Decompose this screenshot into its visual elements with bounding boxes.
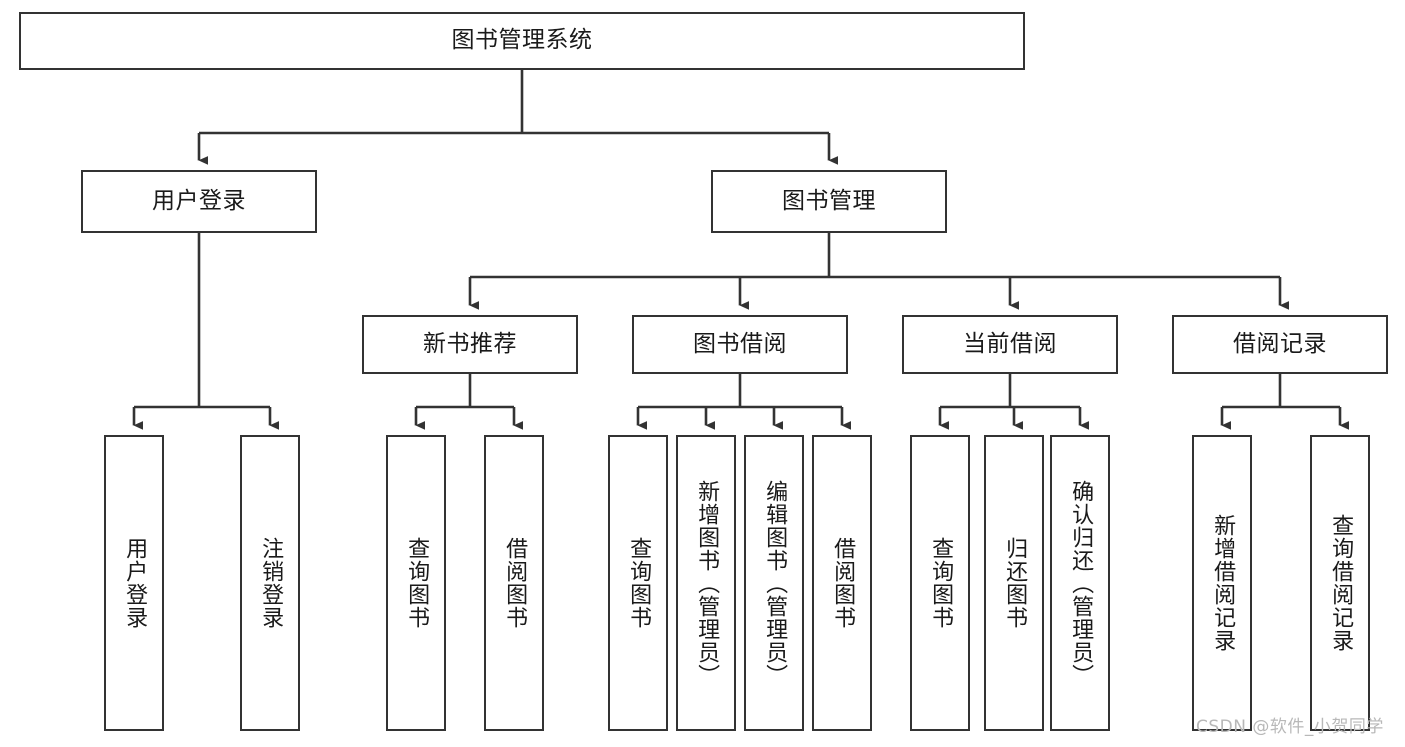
node-leaf-borrow-book-rec[interactable]: 借阅图书	[484, 435, 544, 731]
node-label: 查询借阅记录	[1328, 514, 1354, 652]
node-label: 查询图书	[928, 537, 954, 629]
node-label: 借阅图书	[830, 537, 856, 629]
node-label: 图书管理	[782, 187, 876, 214]
node-label: 编辑图书（管理员）	[762, 479, 788, 687]
node-label: 归还图书	[1002, 537, 1028, 629]
node-label: 借阅记录	[1233, 330, 1327, 357]
node-leaf-query-book-borrow[interactable]: 查询图书	[608, 435, 668, 731]
node-label: 图书借阅	[693, 330, 787, 357]
node-label: 用户登录	[122, 537, 148, 629]
node-user-login[interactable]: 用户登录	[81, 170, 317, 233]
node-label: 查询图书	[626, 537, 652, 629]
node-leaf-borrow-book[interactable]: 借阅图书	[812, 435, 872, 731]
node-label: 新增图书（管理员）	[694, 479, 720, 687]
node-label: 当前借阅	[963, 330, 1057, 357]
node-leaf-logout[interactable]: 注销登录	[240, 435, 300, 731]
node-label: 新书推荐	[423, 330, 517, 357]
node-label: 借阅图书	[502, 537, 528, 629]
node-book-borrow[interactable]: 图书借阅	[632, 315, 848, 374]
node-leaf-add-record[interactable]: 新增借阅记录	[1192, 435, 1252, 731]
node-leaf-confirm-return[interactable]: 确认归还（管理员）	[1050, 435, 1110, 731]
node-leaf-add-book[interactable]: 新增图书（管理员）	[676, 435, 736, 731]
node-leaf-user-login[interactable]: 用户登录	[104, 435, 164, 731]
node-leaf-query-record[interactable]: 查询借阅记录	[1310, 435, 1370, 731]
node-label: 图书管理系统	[451, 27, 593, 54]
node-label: 查询图书	[404, 537, 430, 629]
node-leaf-edit-book[interactable]: 编辑图书（管理员）	[744, 435, 804, 731]
node-label: 注销登录	[258, 537, 284, 629]
node-current-borrow[interactable]: 当前借阅	[902, 315, 1118, 374]
node-leaf-query-book-rec[interactable]: 查询图书	[386, 435, 446, 731]
node-root-system-title[interactable]: 图书管理系统	[19, 12, 1025, 70]
node-new-book-recommend[interactable]: 新书推荐	[362, 315, 578, 374]
node-borrow-record[interactable]: 借阅记录	[1172, 315, 1388, 374]
node-book-manage[interactable]: 图书管理	[711, 170, 947, 233]
node-label: 新增借阅记录	[1210, 514, 1236, 652]
csdn-watermark: CSDN @软件_小贺同学	[1196, 717, 1384, 737]
node-leaf-query-book-cur[interactable]: 查询图书	[910, 435, 970, 731]
node-leaf-return-book[interactable]: 归还图书	[984, 435, 1044, 731]
node-label: 确认归还（管理员）	[1068, 479, 1094, 687]
node-label: 用户登录	[152, 187, 246, 214]
